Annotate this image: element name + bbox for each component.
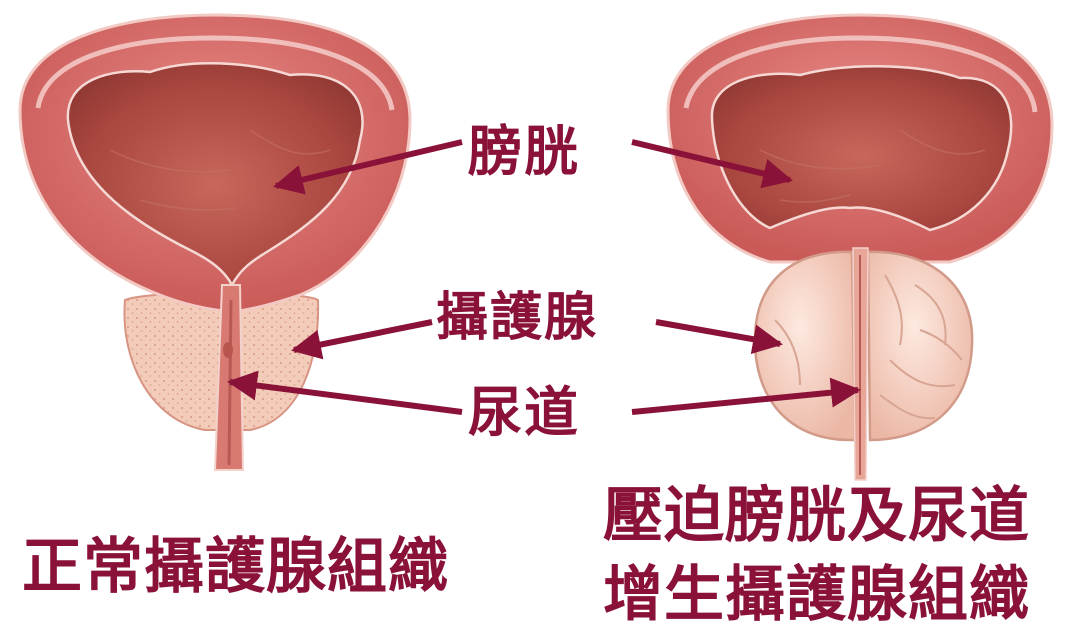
enlarged-prostate-caption-line2: 增生攝護腺組織	[603, 565, 1030, 625]
enlarged-bladder-cavity	[712, 66, 1011, 230]
enlarged-anatomy-illustration	[668, 15, 1052, 480]
normal-anatomy-illustration	[20, 15, 410, 470]
urethra-label: 尿道	[468, 386, 580, 440]
enlarged-prostate-caption-line1: 壓迫膀胱及尿道	[603, 486, 1030, 546]
enlarged-prostate-left-lobe	[755, 252, 855, 440]
normal-prostate-caption: 正常攝護腺組織	[22, 537, 449, 597]
enlarged-prostate-right-lobe	[868, 252, 972, 440]
bladder-label: 膀胱	[468, 125, 580, 179]
prostate-label: 攝護腺	[436, 292, 598, 344]
